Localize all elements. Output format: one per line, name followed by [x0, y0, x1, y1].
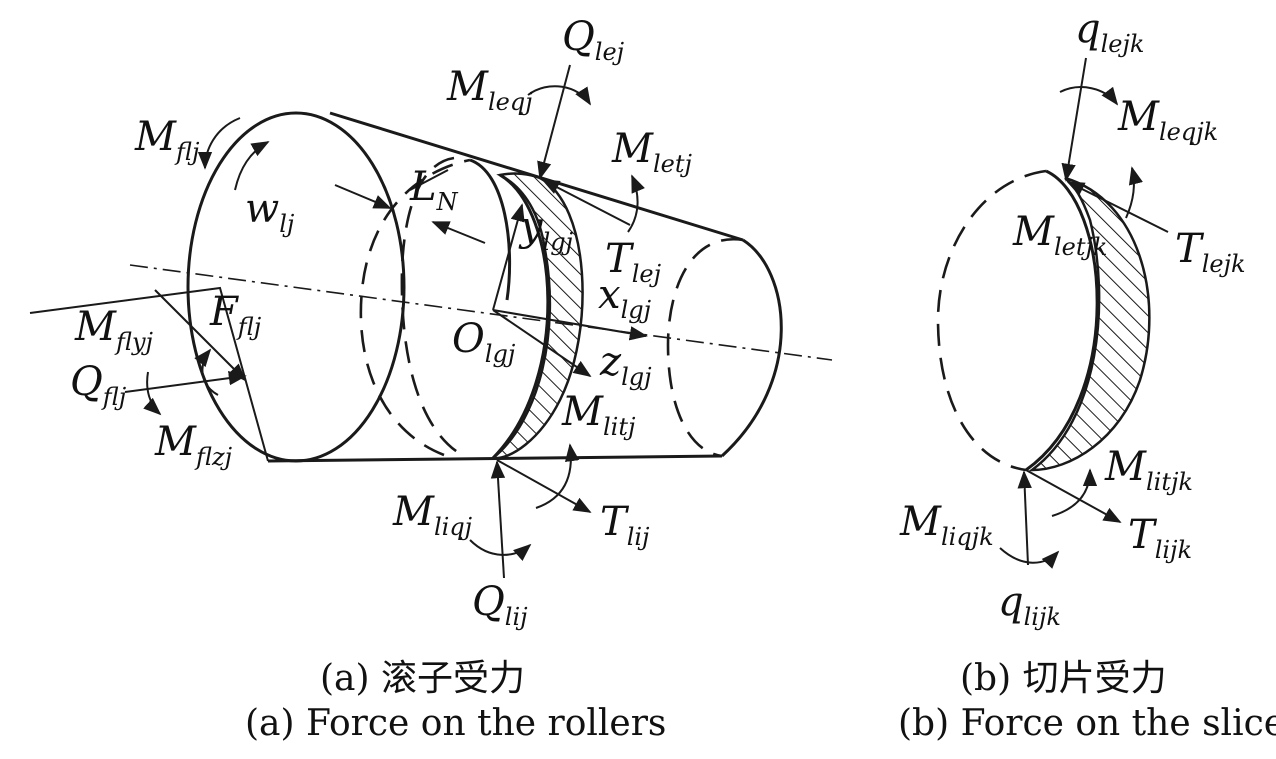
- roller-figure: [29, 64, 833, 579]
- label-t-lijk: Tlijk: [1128, 512, 1192, 564]
- label-q-lijk: qlijk: [998, 579, 1061, 631]
- label-t-lej: Tlej: [605, 236, 662, 288]
- label-q-lej: Qlej: [562, 14, 625, 66]
- q-lijk-arrow: [1017, 470, 1032, 566]
- label-t-lejk: Tlejk: [1175, 226, 1246, 278]
- ln-tick: [409, 169, 449, 191]
- label-m-flyj: Mflyj: [74, 304, 154, 356]
- m-leqjk-arrow: [1059, 86, 1119, 106]
- m-flj-arrow: [197, 117, 241, 170]
- x-axis-line: [492, 309, 648, 341]
- t-lejk-arrow: [1066, 181, 1169, 233]
- label-m-leqj: Mleqj: [446, 64, 533, 116]
- m-liqjk-arrow: [999, 547, 1060, 569]
- slice-hatched: [1028, 176, 1151, 472]
- m-litj-arrow: [535, 443, 580, 509]
- m-liqj-arrow: [469, 539, 532, 562]
- roller-slice-left: [400, 156, 463, 457]
- t-lijk-arrow: [1025, 469, 1122, 523]
- y-axis-line: [492, 203, 525, 311]
- label-m-letj: Mletj: [611, 126, 692, 178]
- label-m-liqjk: Mliqjk: [899, 499, 994, 551]
- t-lij-arrow: [496, 459, 592, 513]
- label-t-lij: Tlij: [600, 499, 650, 551]
- label-m-liqj: Mliqj: [392, 489, 473, 541]
- label-o-lgj: Olgj: [452, 316, 516, 368]
- roller-small-end-back: [666, 237, 744, 458]
- m-letj-arrow: [627, 174, 645, 233]
- labels: Qlej Mleqj Mflj wlj LN Mletj ylgj Tlej x…: [70, 6, 1246, 631]
- ln-arrow-left: [334, 184, 392, 209]
- label-q-lejk: qlejk: [1075, 6, 1144, 58]
- roller-slice-front: [491, 173, 550, 460]
- label-m-litj: Mlitj: [561, 389, 636, 441]
- label-f-flj: Fflj: [209, 289, 262, 341]
- t-lej-arrow: [541, 179, 631, 226]
- label-q-flj: Qflj: [70, 359, 127, 411]
- captions: (a) 滚子受力 (a) Force on the rollers (b) 切片…: [245, 658, 1276, 744]
- caption-b-chinese: (b) 切片受力: [960, 658, 1167, 699]
- label-q-lij: Qlij: [472, 579, 528, 631]
- m-litjk-arrow: [1051, 468, 1098, 517]
- q-flj-arrow: [124, 371, 247, 393]
- q-lij-arrow: [490, 460, 506, 579]
- roller-mid-solid: [469, 158, 512, 301]
- label-m-leqjk: Mleqjk: [1117, 94, 1218, 146]
- label-w-lj: wlj: [245, 186, 295, 238]
- label-m-litjk: Mlitjk: [1104, 444, 1193, 496]
- z-axis-line: [492, 309, 592, 378]
- slice-figure: [936, 57, 1169, 569]
- f-flj-arrow: [154, 289, 247, 382]
- label-l-n: LN: [409, 164, 459, 216]
- label-m-flj: Mflj: [134, 114, 200, 166]
- q-lej-arrow: [537, 64, 571, 180]
- roller-small-end-front: [720, 238, 783, 458]
- caption-a-chinese: (a) 滚子受力: [320, 658, 525, 699]
- m-leqj-arrow: [527, 85, 591, 106]
- caption-a-english: (a) Force on the rollers: [245, 703, 666, 744]
- m-flzj-arrow: [143, 371, 162, 416]
- q-lejk-arrow: [1061, 57, 1087, 182]
- label-y-lgj: ylgj: [518, 204, 574, 256]
- friction-plane: [29, 286, 269, 462]
- m-flyj-arrow: [194, 348, 219, 396]
- ln-arrow-right: [431, 221, 486, 244]
- w-lj-arrow: [234, 141, 270, 191]
- label-z-lgj: zlgj: [599, 339, 652, 391]
- m-letjk-arrow: [1125, 166, 1143, 219]
- label-m-flzj: Mflzj: [154, 419, 233, 471]
- label-x-lgj: xlgj: [598, 272, 652, 324]
- caption-b-english: (b) Force on the slice: [898, 703, 1276, 744]
- roller-axis: [129, 264, 833, 361]
- label-m-letjk: Mletjk: [1012, 209, 1107, 261]
